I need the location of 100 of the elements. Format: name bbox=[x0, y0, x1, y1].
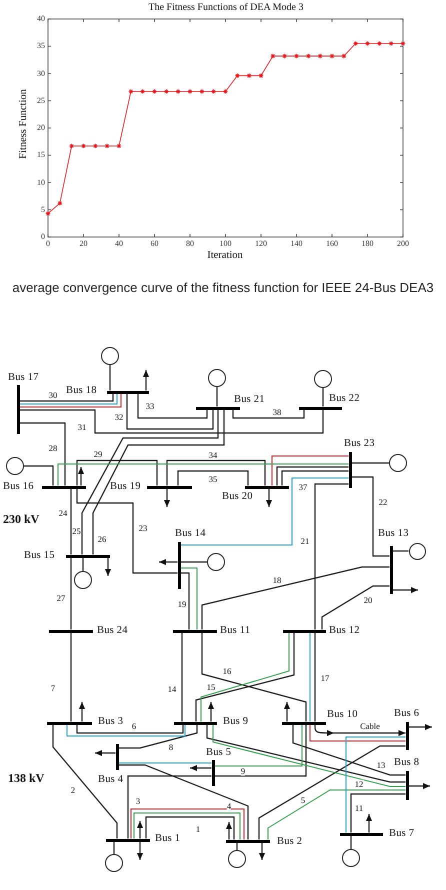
bus-label: Bus 8 bbox=[394, 758, 420, 768]
bus-label: Bus 14 bbox=[175, 528, 206, 540]
generator-circle bbox=[74, 571, 92, 589]
edge-label: 38 bbox=[272, 408, 282, 416]
bus-bar bbox=[66, 554, 110, 558]
generator-line bbox=[216, 387, 218, 406]
edge-label: 19 bbox=[178, 600, 186, 608]
edge-label: 21 bbox=[300, 536, 310, 546]
transmission-line bbox=[145, 816, 235, 840]
transmission-line bbox=[58, 464, 349, 486]
transmission-line bbox=[276, 466, 348, 486]
load-arrow bbox=[208, 702, 214, 722]
bus-bar bbox=[116, 744, 118, 770]
transmission-line bbox=[118, 724, 198, 749]
generator-line bbox=[180, 561, 207, 563]
tick-label: 160 bbox=[326, 240, 338, 248]
edge-label: 9 bbox=[240, 766, 246, 776]
bus-label: Bus 13 bbox=[378, 528, 409, 540]
bus-bar bbox=[16, 385, 20, 434]
voltage-label: 230 kV bbox=[3, 513, 40, 525]
load-arrow bbox=[136, 821, 144, 838]
tick-label: 20 bbox=[37, 124, 45, 132]
transmission-line bbox=[272, 456, 349, 486]
voltage-label: 138 kV bbox=[8, 772, 44, 784]
bus-label: Bus 17 bbox=[8, 372, 39, 384]
generator-line bbox=[322, 388, 324, 406]
edge-label: 5 bbox=[300, 796, 306, 804]
edge-label: 11 bbox=[354, 804, 364, 812]
transmission-line bbox=[310, 724, 406, 742]
edge-label: 15 bbox=[206, 682, 216, 692]
bus-bar bbox=[283, 630, 326, 632]
bus-bar bbox=[212, 760, 214, 786]
bus-label: Bus 24 bbox=[97, 626, 128, 636]
edge-label: 1 bbox=[196, 824, 200, 834]
tick-label: 25 bbox=[37, 96, 45, 105]
transmission-line bbox=[350, 793, 406, 832]
bus-label: Bus 9 bbox=[223, 716, 248, 728]
bus-bar bbox=[42, 486, 86, 488]
edge-label: 16 bbox=[222, 666, 232, 676]
bus-label: Bus 16 bbox=[3, 482, 34, 492]
load-arrow bbox=[258, 842, 266, 860]
transmission-line bbox=[346, 736, 406, 833]
generator-circle bbox=[6, 457, 24, 475]
generator-circle bbox=[342, 849, 360, 867]
tick-label: 200 bbox=[397, 240, 409, 248]
edge-label: Cable bbox=[360, 722, 380, 730]
transmission-line bbox=[118, 764, 249, 840]
edge-label: 4 bbox=[226, 802, 232, 810]
transmission-line bbox=[232, 410, 305, 419]
tick-label: 35 bbox=[37, 42, 45, 50]
bus-bar bbox=[174, 722, 217, 724]
generator-line bbox=[109, 365, 111, 390]
generator-circle bbox=[408, 542, 426, 560]
load-arrow bbox=[366, 814, 372, 832]
load-arrow bbox=[104, 558, 112, 576]
edge-label: 17 bbox=[320, 674, 330, 682]
generator-circle bbox=[208, 369, 226, 387]
generator-circle bbox=[389, 454, 407, 472]
transmission-line bbox=[19, 393, 122, 408]
transmission-line bbox=[180, 572, 190, 630]
transmission-line bbox=[201, 566, 390, 630]
transmission-line bbox=[281, 470, 348, 486]
bus-label: Bus 22 bbox=[329, 394, 360, 404]
transmission-line bbox=[127, 775, 212, 838]
edge-label: 23 bbox=[138, 524, 148, 532]
bus-bar bbox=[178, 542, 180, 589]
edge-label: 24 bbox=[58, 508, 68, 518]
bus-bar bbox=[406, 771, 408, 800]
edge-label: 20 bbox=[364, 596, 372, 604]
transmission-line bbox=[258, 745, 406, 840]
caption: average convergence curve of the fitness function for IEEE 24-Bus DEA3 bbox=[11, 279, 435, 296]
bus-bar bbox=[47, 722, 92, 724]
transmission-line bbox=[70, 488, 72, 554]
transmission-line bbox=[118, 762, 212, 764]
edge-label: 29 bbox=[94, 450, 102, 458]
transmission-line bbox=[70, 632, 72, 722]
transmission-line bbox=[180, 478, 349, 546]
bus-label: Bus 4 bbox=[98, 774, 124, 786]
transmission-line bbox=[70, 558, 72, 630]
bus-bar bbox=[147, 486, 192, 488]
transmission-line bbox=[314, 632, 316, 722]
edge-label: 37 bbox=[298, 482, 308, 492]
edge-label: 3 bbox=[136, 796, 140, 806]
transmission-line bbox=[201, 632, 307, 722]
transmission-line bbox=[181, 632, 183, 722]
tick-label: 0 bbox=[41, 233, 45, 241]
transmission-line bbox=[20, 422, 66, 486]
generator-circle bbox=[105, 854, 123, 872]
edge-label: 14 bbox=[168, 684, 176, 694]
generator-line bbox=[352, 462, 389, 464]
generator-circle bbox=[228, 850, 246, 868]
edge-label: 12 bbox=[354, 780, 364, 788]
edge-label: 18 bbox=[272, 576, 282, 584]
bus-label: Bus 11 bbox=[220, 626, 250, 636]
edge-label: 7 bbox=[50, 684, 56, 692]
bus-bar bbox=[107, 390, 149, 394]
bus-bar bbox=[106, 838, 150, 842]
transmission-line bbox=[76, 724, 184, 734]
tick-label: 140 bbox=[290, 240, 302, 248]
transmission-line bbox=[214, 724, 307, 777]
